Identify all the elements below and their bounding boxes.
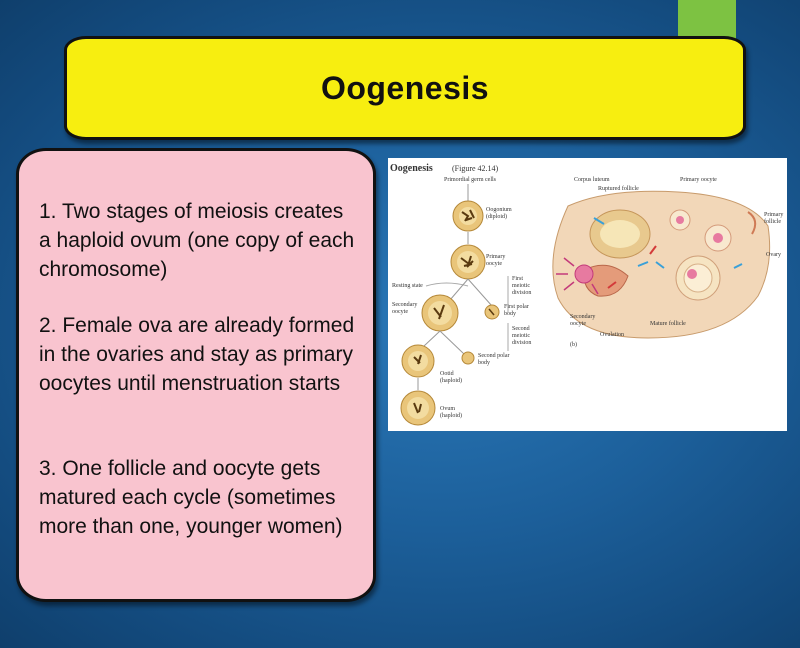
label-ovum-2: (haploid) xyxy=(440,412,462,419)
label-ruptured: Ruptured follicle xyxy=(598,185,639,192)
ovum-cell xyxy=(400,390,436,426)
label-resting: Resting state xyxy=(392,283,423,289)
primary-oocyte-cell xyxy=(450,244,486,280)
label-corpus: Corpus luteum xyxy=(574,177,610,183)
figure-heading: Oogenesis xyxy=(390,163,433,174)
oogenesis-figure: Oogenesis (Figure 42.14) Primordial germ… xyxy=(388,158,787,431)
second-polar-body xyxy=(461,351,475,365)
arrow-line xyxy=(439,330,465,355)
label-oogonium: Oogonium xyxy=(486,207,512,213)
ootid-cell xyxy=(401,344,435,378)
arrow-line xyxy=(467,278,493,307)
label-ovulation: Ovulation xyxy=(600,332,624,338)
label-ovum: Ovum xyxy=(440,406,455,412)
label-oogonium-sub: (diploid) xyxy=(486,213,507,220)
ovary-illustration xyxy=(552,190,771,339)
label-primary-follicle: Primary xyxy=(764,212,783,218)
label-sec-oocyte-right-2: oocyte xyxy=(570,321,586,327)
label-ootid: Ootid xyxy=(440,371,454,377)
label-second-polar-2: body xyxy=(478,360,490,366)
label-first-div: First xyxy=(512,276,523,282)
label-first-polar-2: body xyxy=(504,311,516,317)
label-primary-oocyte: Primary xyxy=(486,254,505,260)
point-3: 3. One follicle and oocyte gets matured … xyxy=(39,457,343,538)
ovulation-burst xyxy=(556,257,599,295)
green-accent-bar xyxy=(678,0,736,42)
oogonium-cell xyxy=(452,200,484,232)
label-first-div-2: meiotic xyxy=(512,283,530,289)
label-ovary: Ovary xyxy=(766,252,781,258)
label-first-div-3: division xyxy=(512,290,531,296)
label-primary-oocyte-top: Primary oocyte xyxy=(680,177,717,183)
label-sec-oocyte-right: Secondary xyxy=(570,314,595,320)
label-secondary: Secondary xyxy=(392,302,417,308)
label-panel-b: (b) xyxy=(570,341,577,348)
slide-title: Oogenesis xyxy=(320,69,490,106)
label-primary-oocyte-2: oocyte xyxy=(486,261,502,267)
secondary-oocyte-cell xyxy=(421,294,459,332)
first-polar-body xyxy=(484,304,500,320)
label-primary-follicle-2: follicle xyxy=(764,218,781,225)
label-first-polar: First polar xyxy=(504,304,529,310)
points-panel: 1. Two stages of meiosis creates a haplo… xyxy=(16,148,376,602)
title-banner: Oogenesis xyxy=(64,36,746,140)
point-2: 2. Female ova are already formed in the … xyxy=(39,314,355,395)
oogenesis-diagram: Oogenesis (Figure 42.14) Primordial germ… xyxy=(390,163,783,426)
label-secondary-2: oocyte xyxy=(392,309,408,315)
label-second-div: Second xyxy=(512,326,530,332)
label-mature: Mature follicle xyxy=(650,320,686,327)
resting-bracket xyxy=(425,282,469,287)
arrow-line xyxy=(449,278,469,301)
label-second-polar: Second polar xyxy=(478,353,510,359)
label-ootid-2: (haploid) xyxy=(440,377,462,384)
label-primordial: Primordial germ cells xyxy=(444,177,497,183)
label-second-div-3: division xyxy=(512,340,531,346)
label-second-div-2: meiotic xyxy=(512,333,530,339)
point-1: 1. Two stages of meiosis creates a haplo… xyxy=(39,200,355,281)
figure-ref: (Figure 42.14) xyxy=(452,164,499,173)
arrow-line xyxy=(423,330,441,347)
